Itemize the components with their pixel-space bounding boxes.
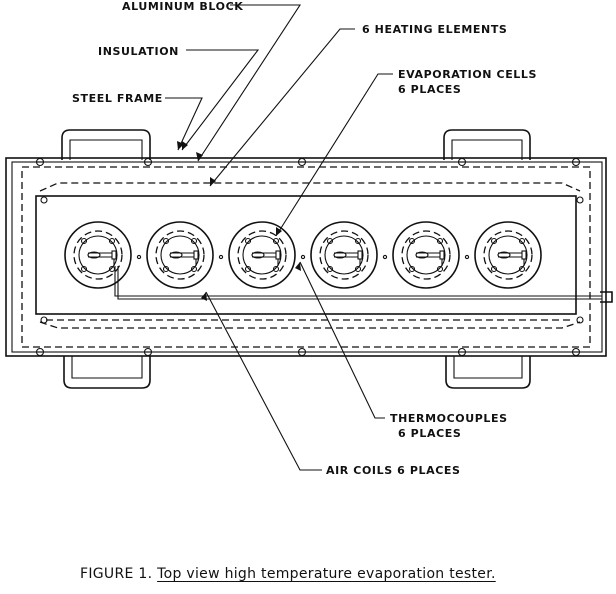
block-bolt <box>40 196 48 204</box>
evaporation-cell <box>64 221 142 289</box>
frame-bolt <box>143 347 153 357</box>
steel-frame-inner <box>11 161 603 353</box>
air-coil <box>170 252 194 258</box>
block-bolt <box>40 316 48 324</box>
air-coil <box>334 252 358 258</box>
cell-bolt-hole <box>354 265 362 273</box>
frame-bolt <box>297 347 307 357</box>
cell-bolt-hole <box>244 265 252 273</box>
evaporation-cell <box>228 221 306 289</box>
insulation-label: INSULATION <box>98 45 179 58</box>
air-coil <box>416 252 440 258</box>
cell-bolt-hole <box>408 237 416 245</box>
cell-bolt-hole <box>518 237 526 245</box>
aluminum-block-label: ALUMINUM BLOCK <box>122 0 243 13</box>
frame-bolt <box>297 157 307 167</box>
thermocouple <box>464 254 470 260</box>
cell-bolt-hole <box>272 237 280 245</box>
cell-bolt-hole <box>80 265 88 273</box>
bottom-right-handle <box>445 356 531 389</box>
cell-bolt-hole <box>162 237 170 245</box>
evaporation-cell <box>474 221 542 289</box>
air-coil-manifold <box>114 266 613 303</box>
evaporation-cell <box>392 221 470 289</box>
thermocouples-places-label: 6 PLACES <box>398 427 461 440</box>
cell-bolt-hole <box>244 237 252 245</box>
cell-bolt-hole <box>326 265 334 273</box>
evaporation-cell <box>310 221 388 289</box>
air-coil <box>88 252 112 258</box>
evaporation-cell <box>146 221 224 289</box>
cell-bolt-hole <box>518 265 526 273</box>
block-bolt <box>576 196 584 204</box>
frame-bolt <box>35 347 45 357</box>
steel-frame-outline <box>5 157 607 357</box>
thermocouples-label: THERMOCOUPLES <box>390 412 508 425</box>
air-coils-label: AIR COILS 6 PLACES <box>326 464 461 477</box>
cell-bolt-hole <box>354 237 362 245</box>
cell-bolt-hole <box>490 237 498 245</box>
heating-elements-label: 6 HEATING ELEMENTS <box>362 23 507 36</box>
frame-bolt <box>457 157 467 167</box>
cell-bolt-hole <box>408 265 416 273</box>
bottom-left-handle <box>63 356 151 389</box>
thermocouple <box>382 254 388 260</box>
cell-bolt-hole <box>80 237 88 245</box>
cell-bolt-hole <box>490 265 498 273</box>
cell-bolt-hole <box>326 237 334 245</box>
cell-bolt-hole <box>190 265 198 273</box>
frame-bolts <box>35 157 584 357</box>
frame-bolt <box>571 347 581 357</box>
frame-bolt <box>457 347 467 357</box>
cell-bolt-hole <box>162 265 170 273</box>
heating-elements <box>39 182 581 329</box>
leader-lines <box>165 4 393 471</box>
thermocouple <box>300 254 306 260</box>
aluminum-block-outline <box>35 195 577 315</box>
thermocouple <box>136 254 142 260</box>
cell-bolt-hole <box>272 265 280 273</box>
evaporation-cells-label: EVAPORATION CELLS <box>398 68 537 81</box>
block-bolt <box>576 316 584 324</box>
air-coil <box>252 252 276 258</box>
air-coil <box>498 252 522 258</box>
cell-bolt-hole <box>436 237 444 245</box>
cell-bolt-hole <box>108 237 116 245</box>
figure-title: Top view high temperature evaporation te… <box>157 566 496 582</box>
figure-number: FIGURE 1. <box>80 566 158 582</box>
top-left-handle <box>61 129 151 160</box>
cell-bolt-hole <box>190 237 198 245</box>
steel-frame-label: STEEL FRAME <box>72 92 163 105</box>
figure-caption: FIGURE 1. Top view high temperature evap… <box>80 566 600 582</box>
frame-bolt <box>35 157 45 167</box>
evaporation-cells-places-label: 6 PLACES <box>398 83 461 96</box>
thermocouple <box>218 254 224 260</box>
cell-bolt-hole <box>436 265 444 273</box>
evaporation-cells <box>64 221 542 289</box>
frame-bolt <box>143 157 153 167</box>
top-right-handle <box>443 129 531 160</box>
frame-bolt <box>571 157 581 167</box>
